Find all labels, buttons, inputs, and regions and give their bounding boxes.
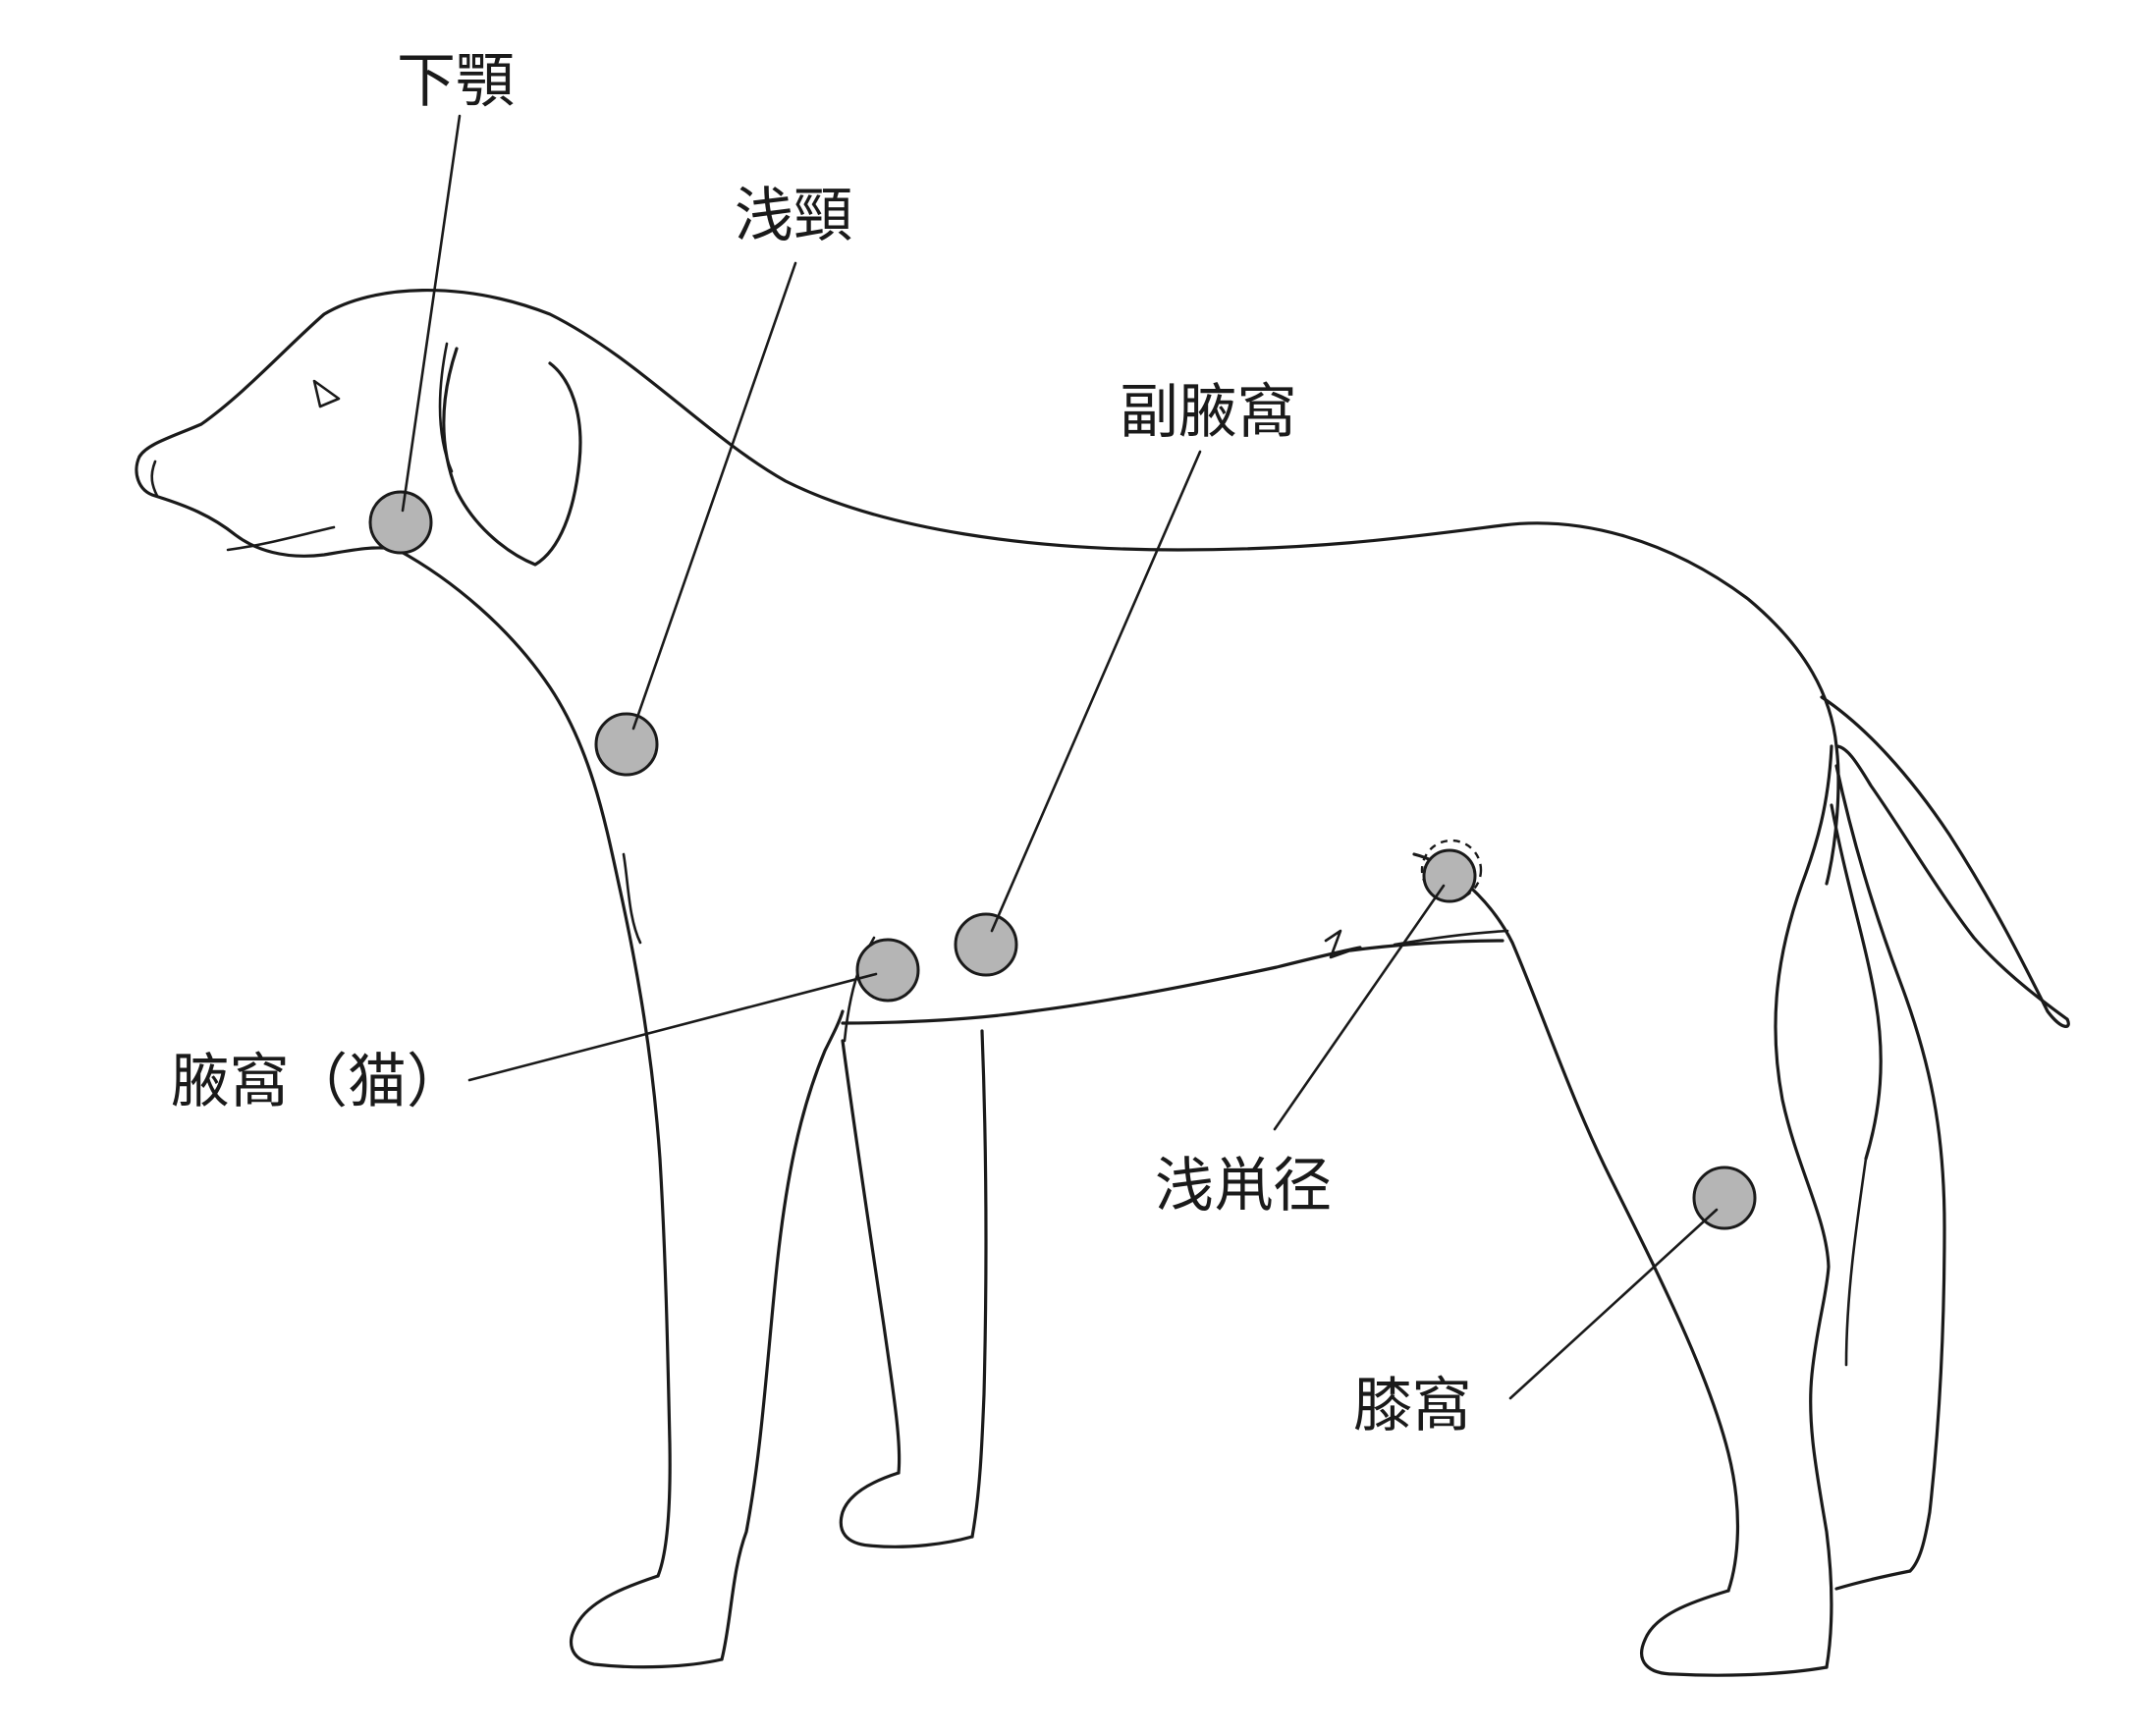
node-accessory-axillary xyxy=(954,912,1018,977)
dog-eye xyxy=(312,379,341,408)
dog-shoulder-line xyxy=(622,852,642,945)
leader-accessory-axillary xyxy=(990,450,1202,933)
lymph-nodes xyxy=(368,490,1757,1230)
leader-superficial-inguinal xyxy=(1273,884,1446,1131)
dog-front-far-leg-front xyxy=(841,1039,902,1475)
node-superficial-inguinal-hidden xyxy=(1420,839,1483,901)
leader-mandibular xyxy=(401,114,462,513)
node-superficial-inguinal xyxy=(1422,848,1477,903)
dog-flank-line xyxy=(1348,939,1504,952)
node-mandibular xyxy=(368,490,433,555)
dog-inguinal-fold xyxy=(1393,929,1509,947)
label-accessory-axillary: 副腋窩 xyxy=(1120,378,1296,447)
dog-hind-near-leg-front xyxy=(1412,852,1740,1593)
label-superficial-cervical: 浅頸 xyxy=(735,182,852,250)
dog-ear-fold xyxy=(438,342,454,473)
dog-hind-far-paw xyxy=(1834,1569,1912,1591)
node-axillary-cat xyxy=(855,938,920,1003)
dog-hind-near-leg-back xyxy=(1774,744,1833,1669)
dog-tail-upper xyxy=(1820,695,2070,1028)
dog-mouth-line xyxy=(150,460,159,498)
dog-front-far-leg-back xyxy=(970,1029,988,1539)
dog-hind-far-hock xyxy=(1844,1157,1868,1367)
label-mandibular: 下顎 xyxy=(397,47,515,116)
node-superficial-cervical xyxy=(594,712,659,777)
leader-popliteal xyxy=(1508,1208,1719,1400)
dog-front-near-paw xyxy=(570,1574,724,1669)
dog-tail-lower xyxy=(1834,744,2069,1021)
dog-hind-far-leg-back xyxy=(1834,764,1946,1573)
dog-belly-notch xyxy=(1324,929,1352,959)
labels: 下顎 浅頸 副腋窩 腋窩（猫） 浅鼡径 膝窩 xyxy=(171,47,1471,1440)
node-popliteal xyxy=(1692,1166,1757,1230)
dog-lip-line xyxy=(226,525,336,552)
leader-superficial-cervical xyxy=(631,261,797,731)
dog-throat-outline xyxy=(396,548,672,1578)
dog-ear xyxy=(442,347,582,567)
leader-axillary-cat xyxy=(467,972,878,1082)
dog-front-far-paw xyxy=(839,1471,974,1548)
dog-dorsal-outline xyxy=(137,289,1840,886)
dog-outline xyxy=(135,289,2070,1677)
dog-hind-far-leg-front xyxy=(1830,803,1883,1161)
leader-lines xyxy=(401,114,1719,1400)
dog-belly-outline xyxy=(841,946,1362,1025)
label-superficial-inguinal: 浅鼡径 xyxy=(1155,1152,1332,1221)
dog-hind-near-paw xyxy=(1640,1589,1829,1677)
label-axillary-cat: 腋窩（猫） xyxy=(171,1048,465,1116)
dog-muzzle-outline xyxy=(135,455,400,558)
dog-front-near-leg-back xyxy=(720,1009,845,1661)
label-popliteal: 膝窩 xyxy=(1353,1372,1471,1440)
